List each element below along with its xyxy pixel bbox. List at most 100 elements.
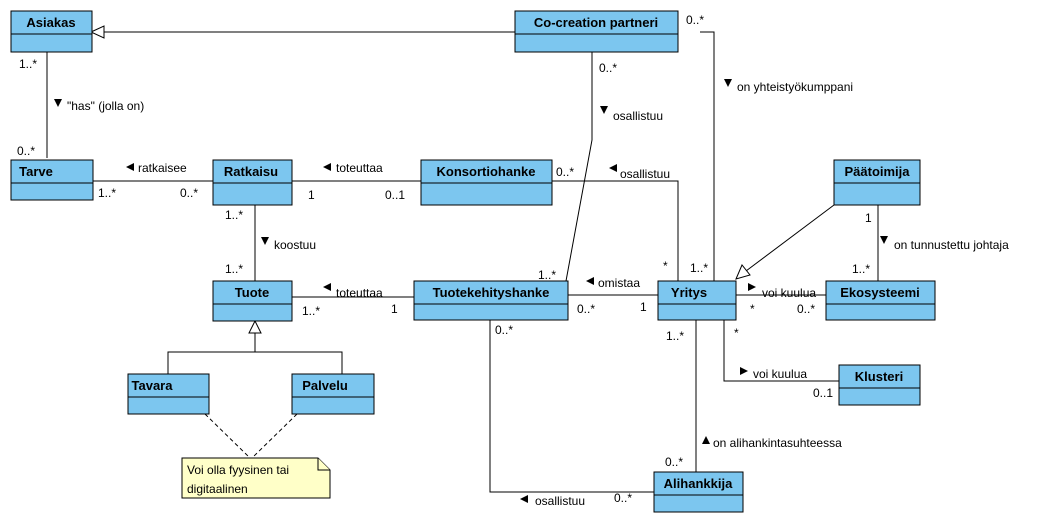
generalization-branch-tavara [167,351,255,374]
class-name-konsortiohanke: Konsortiohanke [437,164,536,179]
multiplicity: 1 [640,300,647,314]
generalization-head-tuote [248,319,262,334]
class-paatoimija[interactable]: Päätoimija [833,159,921,206]
assoc-cocreation-tuotekehityshanke [565,52,593,282]
direction-arrow-down [724,79,732,87]
label-koostuu: koostuu [274,238,316,252]
class-name-tavara: Tavara [132,378,174,393]
class-name-ekosysteemi: Ekosysteemi [840,285,920,300]
label-toteuttaa-tuote: toteuttaa [336,286,383,300]
class-name-cocreation: Co-creation partneri [534,15,658,30]
class-cocreation-partneri[interactable]: Co-creation partneri [514,10,679,53]
generalization-head-asiakas [89,25,105,39]
label-osallistuu-konsortio: osallistuu [620,167,670,181]
label-ratkaisee: ratkaisee [138,161,187,175]
multiplicity: 1..* [225,262,243,276]
direction-arrow-down [54,99,62,107]
class-tuote[interactable]: Tuote [212,280,293,322]
multiplicity: 0..* [556,165,574,179]
class-name-alihankkija: Alihankkija [664,476,733,491]
multiplicity: 1 [308,188,315,202]
class-ratkaisu[interactable]: Ratkaisu [212,159,293,206]
direction-arrow-left [323,283,331,291]
assoc-yritys-klusteri [723,320,839,382]
generalization-head-yritys [735,264,751,280]
multiplicity: 1..* [690,261,708,275]
class-name-ratkaisu: Ratkaisu [224,164,278,179]
multiplicity: 1..* [852,262,870,276]
multiplicity: 0..1 [385,188,405,202]
multiplicity: 0..* [17,144,35,158]
multiplicity: 0..* [577,302,595,316]
class-tuotekehityshanke[interactable]: Tuotekehityshanke [413,280,569,321]
note-line-1: Voi olla fyysinen tai [187,463,289,477]
direction-arrow-left [586,277,594,285]
class-asiakas[interactable]: Asiakas [10,10,93,53]
class-alihankkija[interactable]: Alihankkija [653,471,744,513]
direction-arrow-right [740,367,748,375]
multiplicity: 1..* [225,208,243,222]
direction-arrow-down [261,237,269,245]
class-ekosysteemi[interactable]: Ekosysteemi [825,280,936,321]
note-anchor-palvelu [251,413,298,459]
assoc-tuotekehityshanke-alihankkija [489,320,654,493]
multiplicity: 1..* [538,268,556,282]
multiplicity: 1 [865,211,872,225]
label-on-alihankintasuhteessa: on alihankintasuhteessa [713,436,842,450]
multiplicity: 1..* [19,57,37,71]
generalization-branch-palvelu [255,351,343,374]
multiplicity: * [663,259,668,273]
assoc-konsortiohanke-yritys [552,180,679,281]
note-line-2: digitaalinen [187,482,248,496]
class-klusteri[interactable]: Klusteri [838,364,921,406]
direction-arrow-left [609,164,617,172]
class-name-yritys: Yritys [671,285,707,300]
multiplicity: 1..* [302,304,320,318]
label-has: "has" (jolla on) [67,99,144,113]
direction-arrow-down [600,106,608,114]
multiplicity: 0..* [599,61,617,75]
multiplicity: 1 [391,302,398,316]
multiplicity: 0..* [495,323,513,337]
multiplicity: 0..* [180,186,198,200]
multiplicity: 0..1 [813,386,833,400]
class-tavara[interactable]: Tavara [127,373,210,415]
multiplicity: 0..* [686,13,704,27]
class-name-tuote: Tuote [235,285,269,300]
assoc-cocreation-yritys [700,31,715,281]
multiplicity: 0..* [797,302,815,316]
label-voi-kuulua-klusteri: voi kuulua [753,367,807,381]
multiplicity: 1..* [666,329,684,343]
multiplicity: * [750,302,755,316]
class-yritys[interactable]: Yritys [657,280,737,321]
label-osallistuu-alihankkija: osallistuu [535,494,585,508]
class-name-paatoimija: Päätoimija [844,164,910,179]
class-konsortiohanke[interactable]: Konsortiohanke [420,159,553,206]
generalization-paatoimija-yritys [745,204,835,272]
direction-arrow-down [880,236,888,244]
class-name-asiakas: Asiakas [26,15,75,30]
label-omistaa: omistaa [598,276,640,290]
multiplicity: * [734,326,739,340]
direction-arrow-right [748,283,756,291]
label-osallistuu-cocreation: osallistuu [613,109,663,123]
multiplicity: 1..* [98,186,116,200]
note: Voi olla fyysinen tai digitaalinen [181,457,331,499]
class-name-palvelu: Palvelu [302,378,348,393]
note-anchor-tavara [204,413,251,459]
class-name-klusteri: Klusteri [855,369,903,384]
class-name-tuotekehityshanke: Tuotekehityshanke [433,285,550,300]
multiplicity: 0..* [614,491,632,505]
direction-arrow-up [702,436,710,444]
label-on-tunnustettu-johtaja: on tunnustettu johtaja [894,238,1009,252]
direction-arrow-left [126,163,134,171]
multiplicity: 0..* [665,455,683,469]
class-name-tarve: Tarve [19,164,53,179]
class-palvelu[interactable]: Palvelu [291,373,375,415]
direction-arrow-left [520,495,528,503]
label-on-yhteistyokumppani: on yhteistyökumppani [737,80,853,94]
direction-arrow-left [323,163,331,171]
label-voi-kuulua-eko: voi kuulua [762,286,816,300]
class-tarve[interactable]: Tarve [10,159,94,201]
